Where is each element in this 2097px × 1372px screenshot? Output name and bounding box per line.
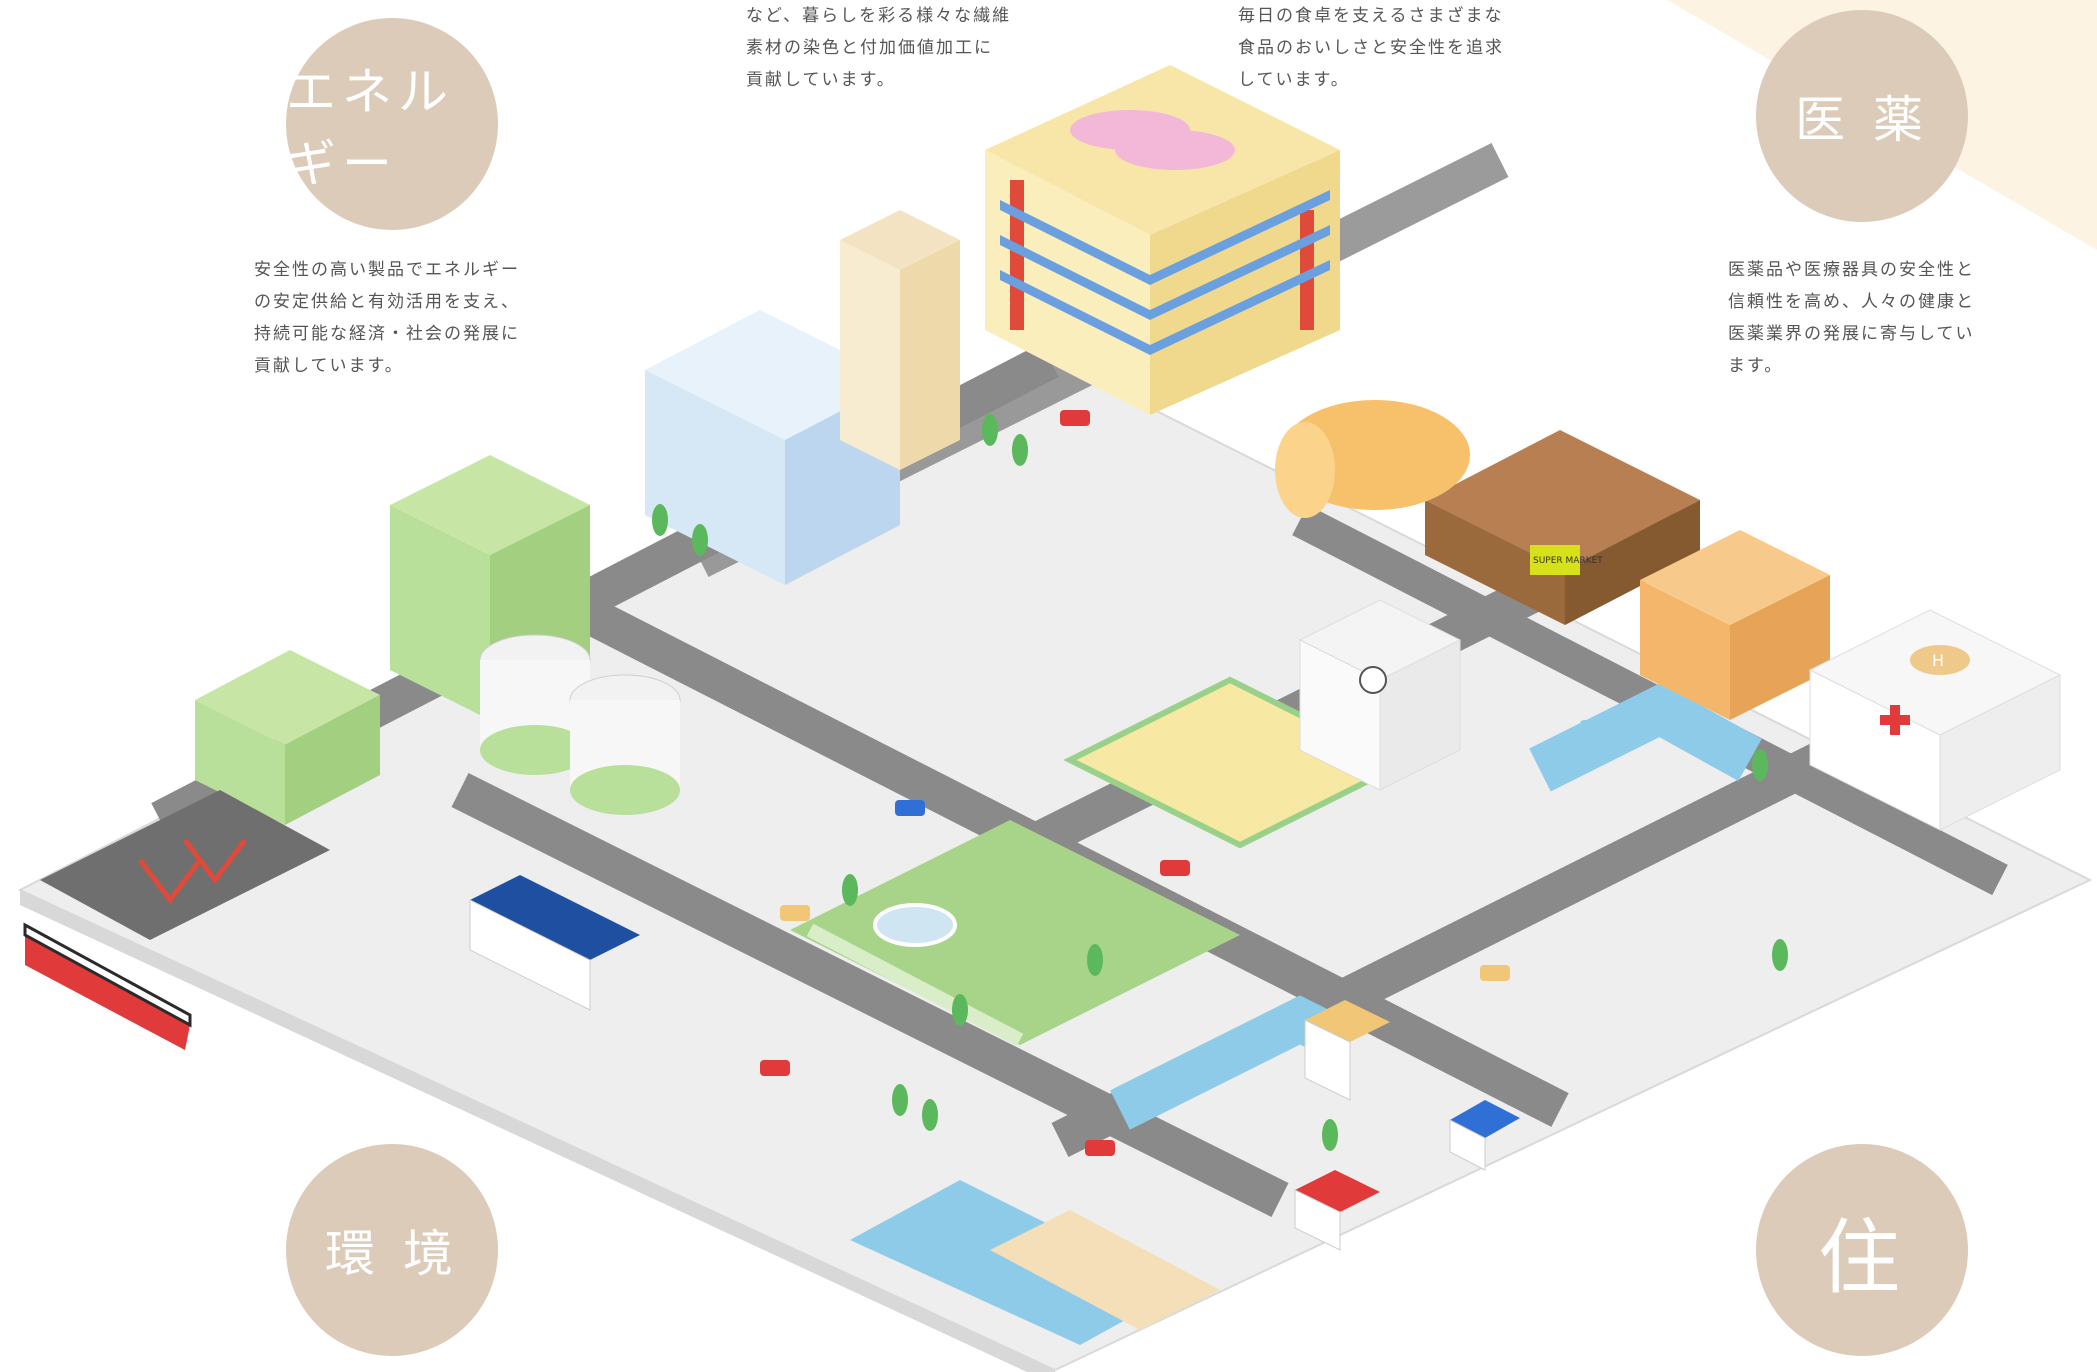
- energy-buildings: [195, 455, 681, 825]
- environment-circle[interactable]: 環 境: [286, 1144, 498, 1356]
- road: [451, 773, 1289, 1217]
- medical-desc-line: 医薬品や医療器具の安全性と: [1728, 260, 1975, 280]
- beach: [990, 1210, 1220, 1330]
- supermarket-sign: SUPER MARKET: [1533, 556, 1603, 566]
- food-desc-line: 食品のおいしさと安全性を追求: [1238, 38, 1504, 58]
- medical-circle[interactable]: 医 薬: [1756, 10, 1968, 222]
- energy-desc-line: 貢献しています。: [254, 356, 404, 376]
- housing-circle[interactable]: 住: [1756, 1144, 1968, 1356]
- energy-desc-line: 持続可能な経済・社会の発展に: [254, 324, 520, 344]
- medical-desc-line: ます。: [1728, 356, 1784, 376]
- city-ground-edge: [20, 890, 1055, 1372]
- cars: [760, 410, 1610, 1156]
- park: [790, 820, 1240, 1045]
- energy-title: エネルギー: [286, 63, 454, 193]
- medical-desc-line: 信頼性を高め、人々の健康と: [1728, 292, 1975, 312]
- rooftop-tanks: [1070, 110, 1235, 170]
- textile-desc-line: など、暮らしを彩る様々な繊維: [746, 6, 1012, 26]
- supermarket: SUPER MARKET: [1425, 430, 1830, 720]
- textile-desc-line: 素材の染色と付加価値加工に: [746, 38, 993, 58]
- park-path: [806, 923, 1024, 1047]
- medical-description: 医薬品や医療器具の安全性と 信頼性を高め、人々の健康と 医薬業界の発展に寄与して…: [1728, 254, 1975, 382]
- ship: [23, 922, 192, 1050]
- textile-desc-line: 貢献しています。: [746, 70, 896, 90]
- houses: [1294, 1000, 1520, 1251]
- clock-icon: [1359, 666, 1387, 694]
- housing-title: 住: [1817, 1210, 1906, 1306]
- hospital: H: [1808, 609, 2062, 831]
- environment-title: 環 境: [325, 1225, 459, 1283]
- school: [1298, 599, 1462, 791]
- energy-desc-line: 安全性の高い製品でエネルギー: [254, 260, 520, 280]
- energy-description: 安全性の高い製品でエネルギー の安定供給と有効活用を支え、 持続可能な経済・社会…: [254, 254, 520, 382]
- medical-desc-line: 医薬業界の発展に寄与してい: [1728, 324, 1975, 344]
- warehouses: [469, 875, 640, 1011]
- energy-circle[interactable]: エネルギー: [286, 18, 498, 230]
- food-description: 毎日の食卓を支えるさまざまな 食品のおいしさと安全性を追求 しています。: [1238, 0, 1504, 96]
- textile-tower: [645, 210, 960, 585]
- fountain: [873, 903, 957, 947]
- heliport-mark: H: [1932, 651, 1944, 670]
- trees: [652, 414, 1788, 1151]
- medical-title: 医 薬: [1795, 91, 1929, 149]
- food-desc-line: 毎日の食卓を支えるさまざまな: [1238, 6, 1504, 26]
- textile-description: など、暮らしを彩る様々な繊維 素材の染色と付加価値加工に 貢献しています。: [746, 0, 1011, 96]
- food-building: [985, 65, 1340, 415]
- food-desc-line: しています。: [1238, 70, 1350, 90]
- canal: [1529, 682, 1762, 792]
- energy-desc-line: の安定供給と有効活用を支え、: [254, 292, 520, 312]
- port: [23, 790, 330, 1050]
